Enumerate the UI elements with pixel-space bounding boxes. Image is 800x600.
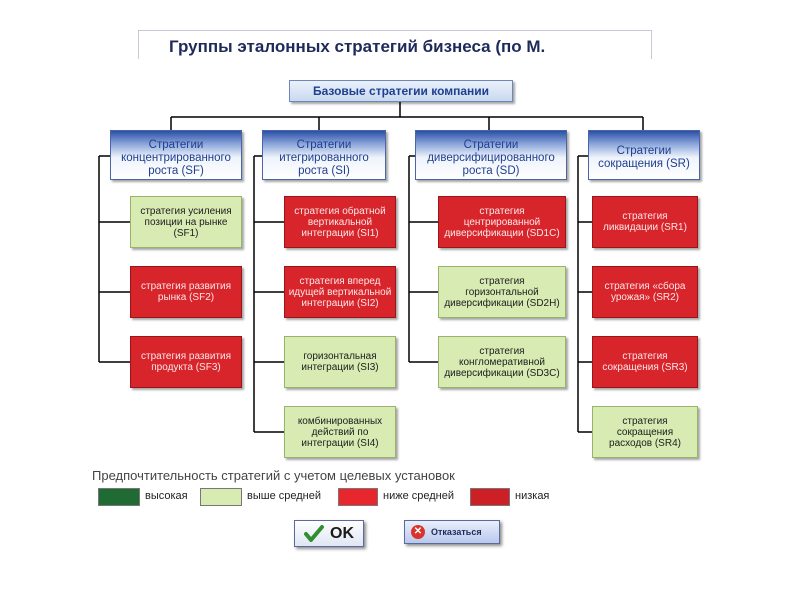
cancel-button-label: Отказаться: [431, 527, 482, 537]
group-header: Стратегии сокращения (SR): [588, 130, 700, 180]
strategy-box: стратегия сокращения (SR3): [592, 336, 698, 388]
cancel-button[interactable]: ✕ Отказаться: [404, 520, 500, 544]
title-frame: Группы эталонных стратегий бизнеса (по М…: [138, 30, 652, 59]
strategy-box: стратегия усиления позиции на рынке (SF1…: [130, 196, 242, 248]
strategy-box: стратегия обратной вертикальной интеграц…: [284, 196, 396, 248]
group-header: Стратегии итегрированного роста (SI): [262, 130, 386, 180]
strategy-box: стратегия «сбора урожая» (SR2): [592, 266, 698, 318]
strategy-box: стратегия горизонтальной диверсификации …: [438, 266, 566, 318]
legend-title: Предпочтительность стратегий с учетом це…: [92, 468, 455, 483]
legend-swatch: [338, 488, 378, 506]
page-title: Группы эталонных стратегий бизнеса (по М…: [169, 37, 546, 56]
cancel-icon: ✕: [411, 525, 425, 539]
checkmark-icon: [304, 524, 324, 542]
group-header: Стратегии концентрированного роста (SF): [110, 130, 242, 180]
strategy-box: стратегия ликвидации (SR1): [592, 196, 698, 248]
strategy-box: стратегия развития рынка (SF2): [130, 266, 242, 318]
strategy-box: стратегия сокращения расходов (SR4): [592, 406, 698, 458]
strategy-box: стратегия развития продукта (SF3): [130, 336, 242, 388]
legend-label: выше средней: [247, 490, 321, 502]
group-header: Стратегии диверсифицированного роста (SD…: [415, 130, 567, 180]
strategy-box: стратегия центрированной диверсификации …: [438, 196, 566, 248]
strategy-box: комбинированных действий по интеграции (…: [284, 406, 396, 458]
legend-label: ниже средней: [383, 490, 455, 502]
ok-button[interactable]: OK: [294, 520, 364, 547]
legend-swatch: [98, 488, 140, 506]
legend-swatch: [200, 488, 242, 506]
ok-button-label: OK: [330, 524, 354, 542]
legend-label: высокая: [145, 490, 188, 502]
legend-swatch: [470, 488, 510, 506]
strategy-box: горизонтальная интеграции (SI3): [284, 336, 396, 388]
root-node: Базовые стратегии компании: [289, 80, 513, 102]
strategy-box: стратегия конгломеративной диверсификаци…: [438, 336, 566, 388]
legend-label: низкая: [515, 490, 550, 502]
strategy-box: стратегия вперед идущей вертикальной инт…: [284, 266, 396, 318]
